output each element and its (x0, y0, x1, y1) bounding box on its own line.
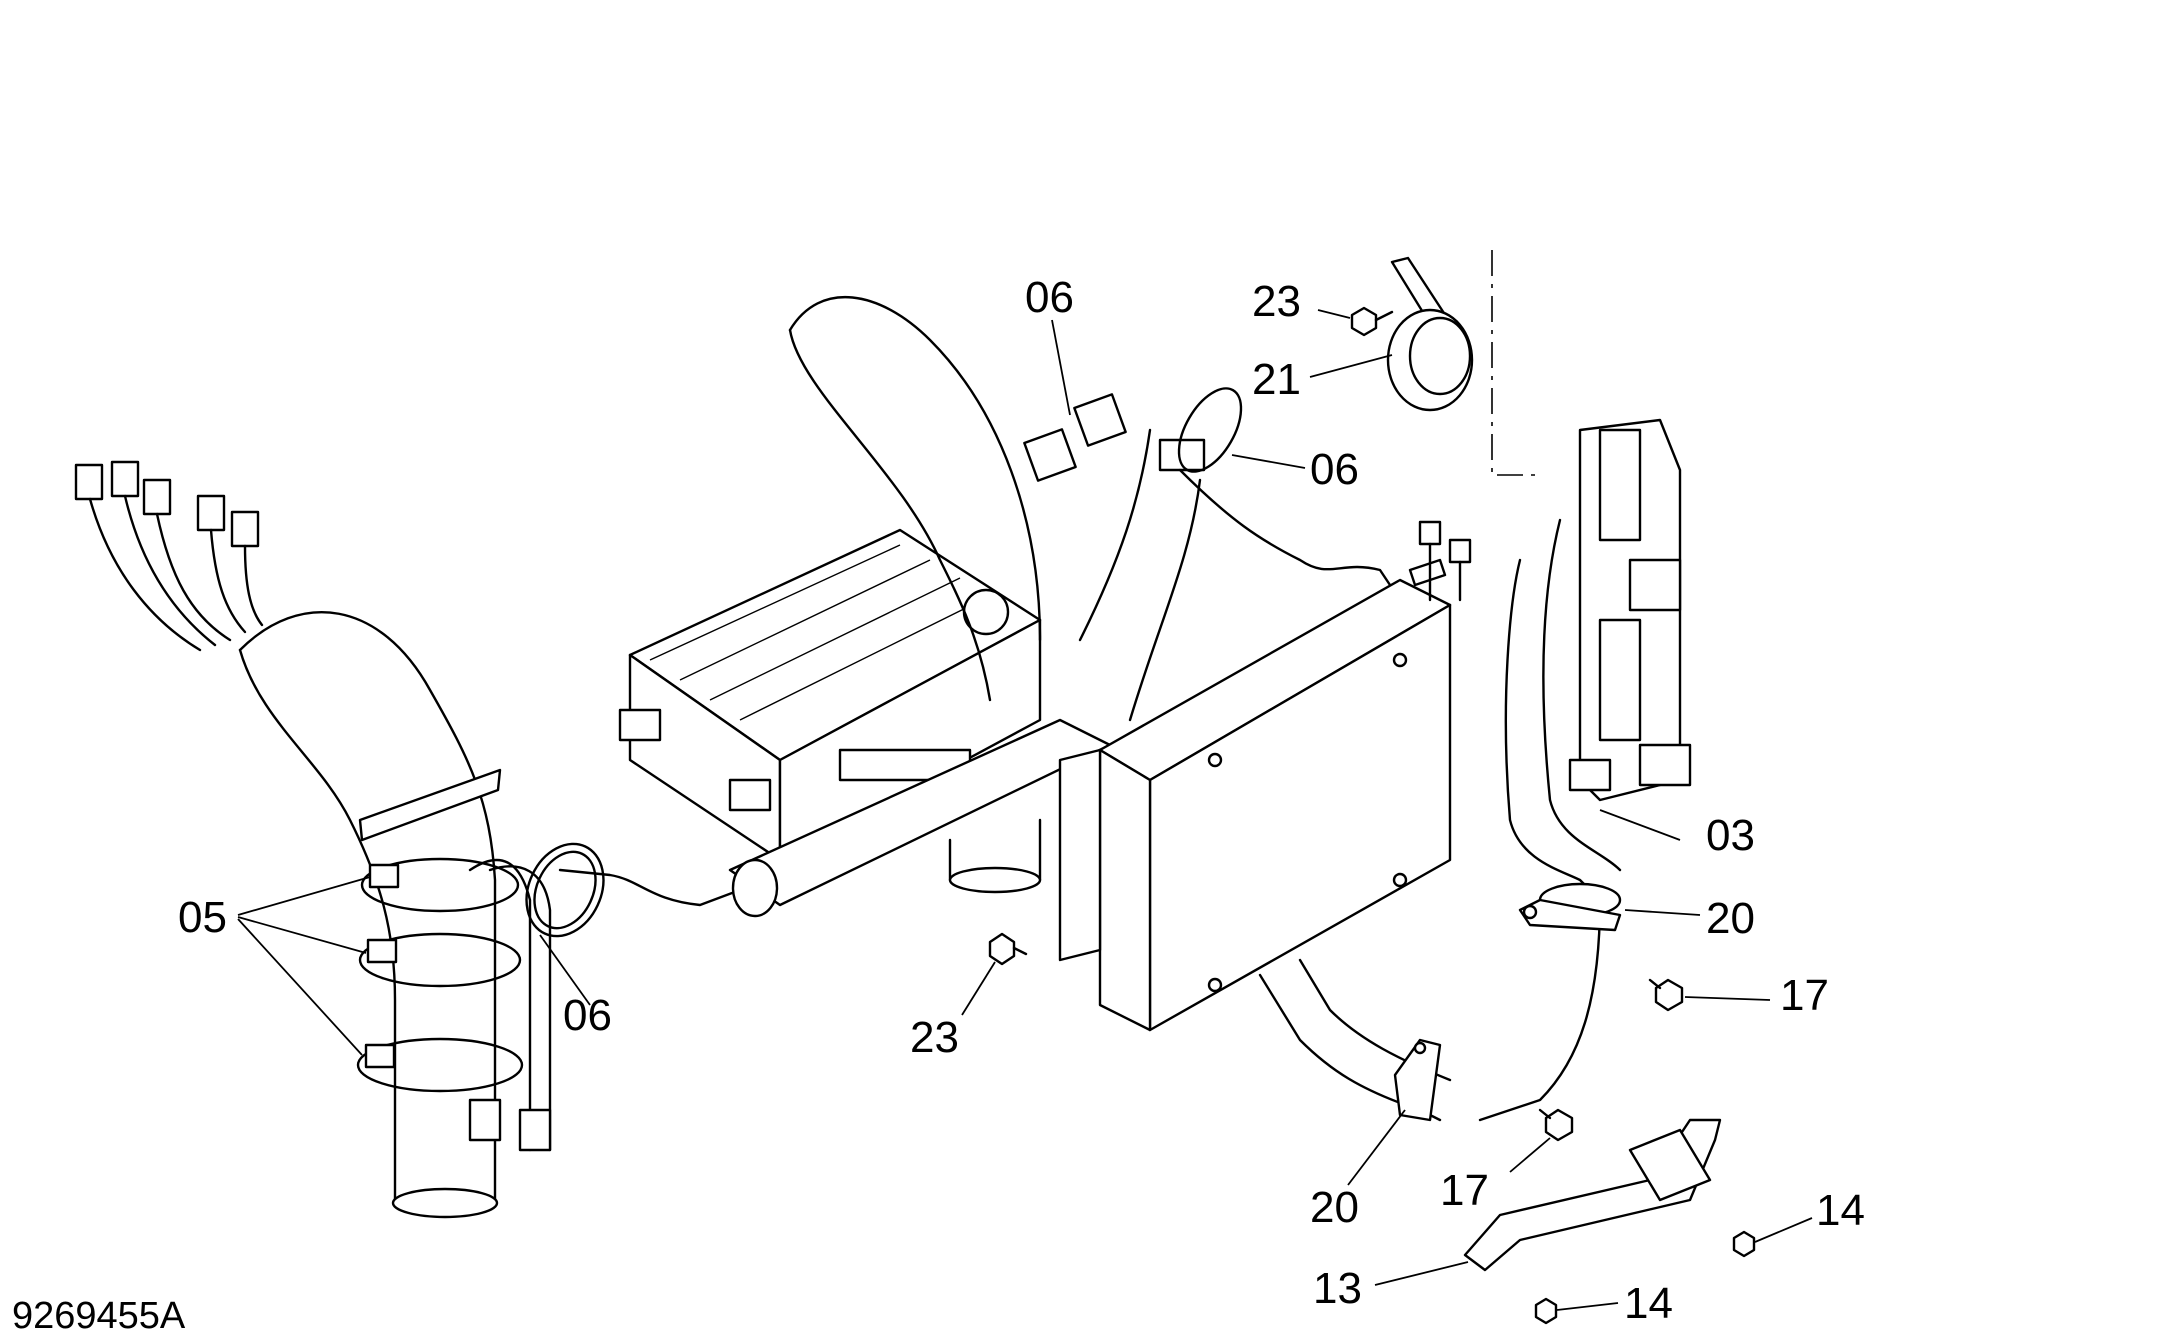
drawing-number: 9269455A (12, 1295, 186, 1337)
horn (1386, 256, 1474, 412)
loop-clamp (525, 842, 605, 938)
upper-harness-tube (788, 296, 1202, 894)
band-clamp (358, 932, 522, 988)
p-clamp-20-bottom (1393, 1038, 1442, 1122)
callout-06-top: 06 (1025, 273, 1074, 322)
bolt-14-bottom (1534, 1297, 1558, 1325)
bolt-17-right (1648, 978, 1684, 1012)
callout-14-bottom: 14 (1624, 1279, 1673, 1328)
electronic-control-module (1058, 558, 1452, 1032)
bolt-23-top (1350, 306, 1394, 337)
callout-21: 21 (1252, 355, 1301, 404)
controller-unit (618, 528, 1042, 862)
mounting-bracket (1463, 1118, 1722, 1272)
harness-connector-group (74, 460, 264, 652)
callout-20-bottom: 20 (1310, 1183, 1359, 1232)
callout-17-bottom: 17 (1440, 1166, 1489, 1215)
bolt-23-mid (988, 932, 1028, 966)
leader-lines (237, 309, 1813, 1311)
callout-06-left: 06 (563, 991, 612, 1040)
callout-14-right: 14 (1816, 1186, 1865, 1235)
bolt-14-right (1732, 1230, 1756, 1258)
relay-connector-tower (1568, 418, 1692, 802)
callout-03: 03 (1706, 811, 1755, 860)
connector-cluster-top (1023, 387, 1402, 602)
callout-20-right: 20 (1706, 894, 1755, 943)
band-clamp (360, 857, 520, 913)
callout-17-right: 17 (1780, 971, 1829, 1020)
callout-23-top: 23 (1252, 277, 1301, 326)
callout-06-right: 06 (1310, 445, 1359, 494)
callout-13: 13 (1313, 1264, 1362, 1313)
bolt-17-bottom (1538, 1108, 1574, 1142)
left-harness-bundle (74, 460, 742, 1219)
p-clamp-20-right (1518, 898, 1622, 932)
callout-23-mid: 23 (910, 1013, 959, 1062)
band-clamp (356, 1037, 524, 1093)
callout-05: 05 (178, 893, 227, 942)
